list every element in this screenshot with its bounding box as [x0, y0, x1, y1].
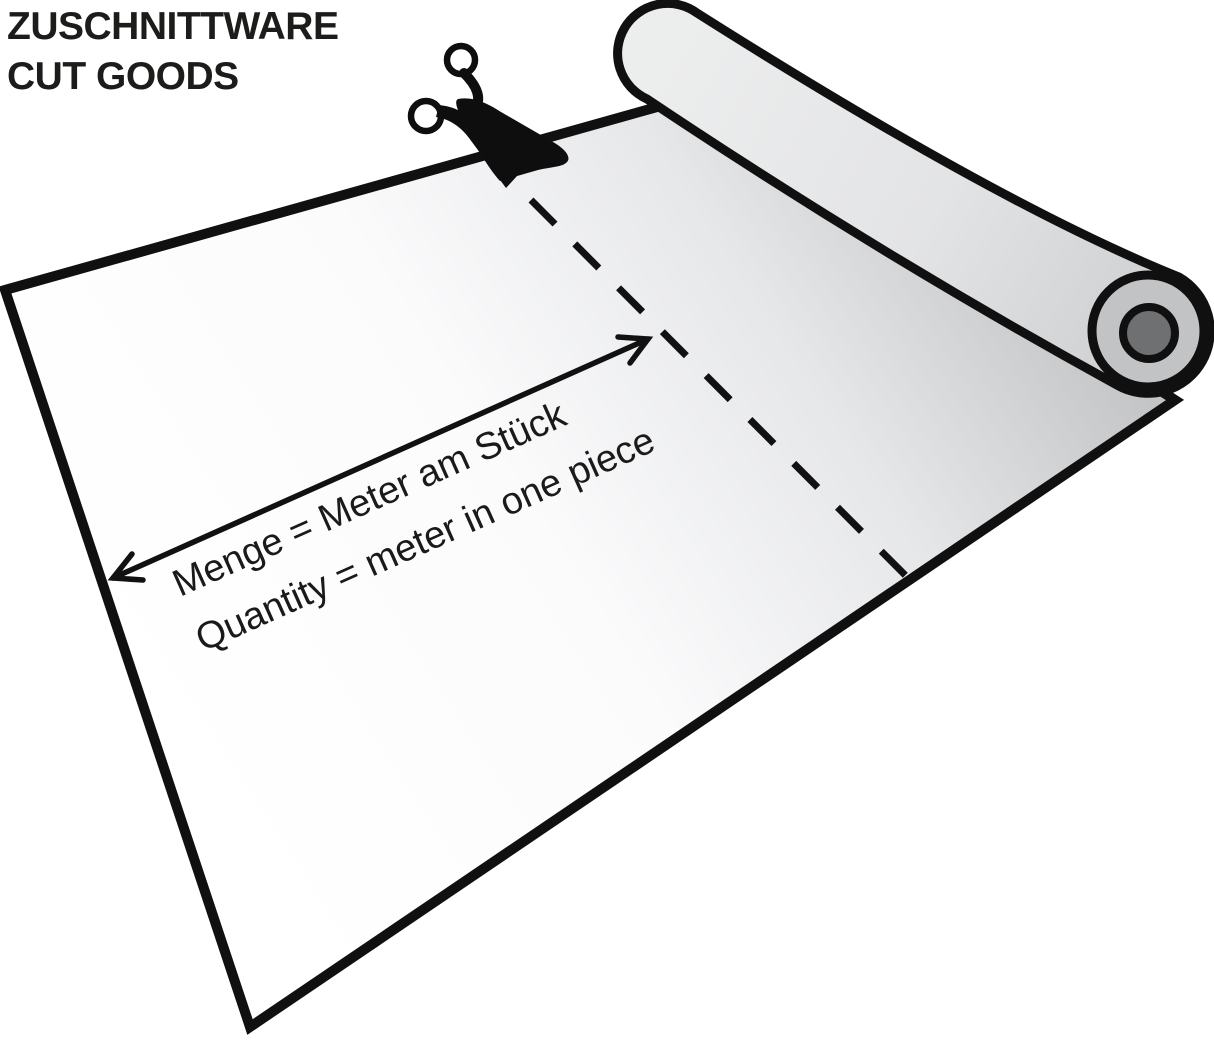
title-line-de: ZUSCHNITTWARE	[7, 5, 339, 48]
dashed-cut-line	[528, 197, 924, 594]
fabric-roll	[613, 0, 1214, 398]
arrowhead-right	[615, 334, 654, 366]
scissors-icon	[407, 42, 569, 188]
arrow-shaft	[110, 336, 651, 581]
scissors-blade-thin	[436, 105, 517, 188]
scissors-blade-wide	[456, 98, 569, 181]
fabric-sheet	[0, 89, 1185, 1035]
roll-body	[613, 0, 1214, 398]
diagram-title: ZUSCHNITTWARE CUT GOODS	[7, 2, 339, 102]
double-headed-arrow	[107, 334, 654, 583]
arrowhead-left	[107, 551, 146, 583]
title-line-en: CUT GOODS	[7, 55, 239, 98]
roll-core	[1119, 303, 1179, 363]
